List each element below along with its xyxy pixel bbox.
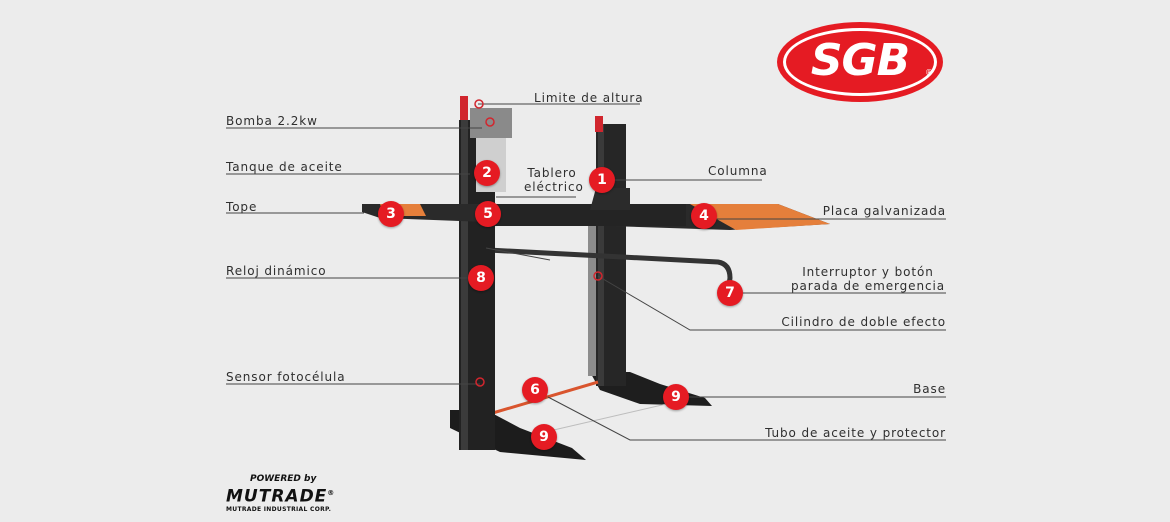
mutrade-brand: POWERED by MUTRADE® MUTRADE INDUSTRIAL C… <box>226 474 346 514</box>
front-column-cap <box>460 96 468 120</box>
badge-2: 2 <box>474 160 500 186</box>
label-tablero: Tablero eléctrico <box>524 166 584 194</box>
label-bomba: Bomba 2.2kw <box>226 114 318 128</box>
rear-column-cap <box>595 116 603 132</box>
badge-9-rear: 9 <box>663 384 689 410</box>
platform-galvanized-plate <box>690 204 830 230</box>
label-interruptor-line1: Interruptor y botón <box>802 265 934 279</box>
marker-dots <box>474 99 603 387</box>
powered-by: POWERED by <box>250 474 317 484</box>
marker-dot <box>485 117 495 127</box>
label-tablero-line2: eléctrico <box>524 180 584 194</box>
mutrade-corp: MUTRADE INDUSTRIAL CORP. <box>226 505 332 513</box>
label-interruptor: Interruptor y botón parada de emergencia <box>790 265 946 293</box>
label-sensor: Sensor fotocélula <box>226 370 346 384</box>
badge-8: 8 <box>468 265 494 291</box>
label-tablero-line1: Tablero <box>527 166 577 180</box>
badge-3: 3 <box>378 201 404 227</box>
label-cilindro: Cilindro de doble efecto <box>781 315 946 329</box>
badge-9-front: 9 <box>531 424 557 450</box>
oil-hose <box>487 247 733 293</box>
badge-4: 4 <box>691 203 717 229</box>
badge-1: 1 <box>589 167 615 193</box>
mutrade-name-text: MUTRADE <box>226 486 328 507</box>
badge-5: 5 <box>475 201 501 227</box>
label-reloj: Reloj dinámico <box>226 264 327 278</box>
marker-dot <box>593 271 603 281</box>
sgb-logo-registered: ® <box>925 68 933 77</box>
mutrade-registered: ® <box>327 489 336 497</box>
mutrade-name: MUTRADE® <box>226 484 346 506</box>
label-tanque: Tanque de aceite <box>226 160 343 174</box>
marker-dot <box>475 377 485 387</box>
sgb-logo: SGB ® <box>777 22 943 102</box>
label-limite-altura: Limite de altura <box>534 91 644 105</box>
platform-arm <box>590 188 630 210</box>
badge-7: 7 <box>717 280 743 306</box>
marker-dot <box>474 99 484 109</box>
sgb-logo-text: SGB <box>810 35 910 86</box>
label-columna: Columna <box>708 164 768 178</box>
label-tubo: Tubo de aceite y protector <box>765 426 946 440</box>
label-tope: Tope <box>226 200 258 214</box>
badge-6: 6 <box>522 377 548 403</box>
hydraulic-cylinder <box>588 226 596 376</box>
leader-lines <box>226 103 946 441</box>
pump-motor <box>470 108 512 138</box>
label-placa: Placa galvanizada <box>822 204 946 218</box>
label-base: Base <box>913 382 946 396</box>
label-interruptor-line2: parada de emergencia <box>791 279 945 293</box>
